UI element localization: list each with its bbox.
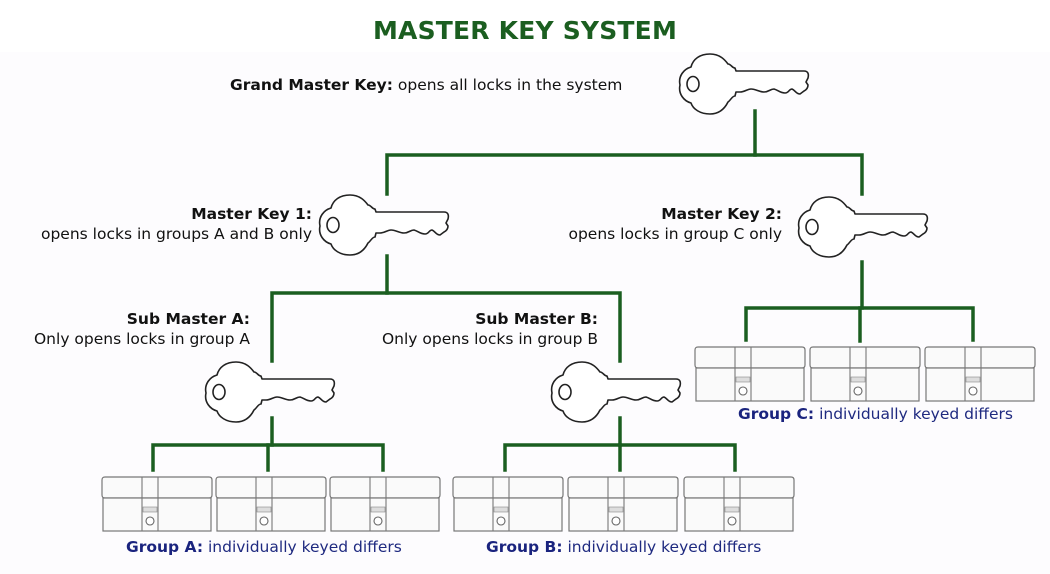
master-key-1-name: Master Key 1: — [191, 205, 312, 223]
sub-master-b-label: Sub Master B: Only opens locks in group … — [382, 309, 598, 349]
lock-icon — [452, 476, 564, 532]
sub-master-a-name: Sub Master A: — [126, 310, 250, 328]
lock-icon — [215, 476, 327, 532]
master-key-1-label: Master Key 1: opens locks in groups A an… — [41, 204, 312, 244]
group-c-label: Group C: individually keyed differs — [738, 405, 1013, 423]
grand-master-label: Grand Master Key: opens all locks in the… — [230, 75, 622, 95]
grand-master-name: Grand Master Key — [230, 76, 387, 94]
connector-level2 — [270, 291, 622, 363]
master-key-2-label: Master Key 2: opens locks in group C onl… — [568, 204, 782, 244]
grand-master-description: opens all locks in the system — [397, 76, 623, 94]
lock-icon — [694, 346, 806, 402]
master-key-1-description: opens locks in groups A and B only — [40, 225, 312, 243]
connector-level1 — [385, 153, 864, 196]
title-band — [0, 0, 1050, 52]
group-c-description: individually keyed differs — [819, 405, 1013, 423]
lock-icon — [329, 476, 441, 532]
lock-icon — [101, 476, 213, 532]
sub-master-b-name: Sub Master B: — [475, 310, 598, 328]
group-b-name: Group B: — [486, 538, 563, 556]
master-key-2-icon — [797, 196, 929, 258]
group-b-label: Group B: individually keyed differs — [486, 538, 761, 556]
sub-master-b-description: Only opens locks in group B — [381, 330, 598, 348]
lock-icon — [683, 476, 795, 532]
grand-master-colon: : — [386, 76, 393, 94]
group-a-label: Group A: individually keyed differs — [126, 538, 402, 556]
lock-icon — [567, 476, 679, 532]
group-c-name: Group C: — [738, 405, 815, 423]
group-a-name: Group A: — [126, 538, 204, 556]
master-key-1-icon — [318, 194, 450, 256]
group-b-description: individually keyed differs — [567, 538, 762, 556]
sub-master-a-label: Sub Master A: Only opens locks in group … — [34, 309, 250, 349]
sub-master-a-key-icon — [204, 361, 336, 423]
master-key-2-name: Master Key 2: — [661, 205, 782, 223]
sub-master-b-key-icon — [550, 361, 682, 423]
grand-master-key-icon — [678, 53, 810, 115]
lock-icon — [924, 346, 1036, 402]
diagram-title: MASTER KEY SYSTEM — [372, 16, 678, 45]
lock-icon — [809, 346, 921, 402]
sub-master-a-description: Only opens locks in group A — [33, 330, 250, 348]
master-key-2-description: opens locks in group C only — [568, 225, 782, 243]
group-a-description: individually keyed differs — [207, 538, 402, 556]
